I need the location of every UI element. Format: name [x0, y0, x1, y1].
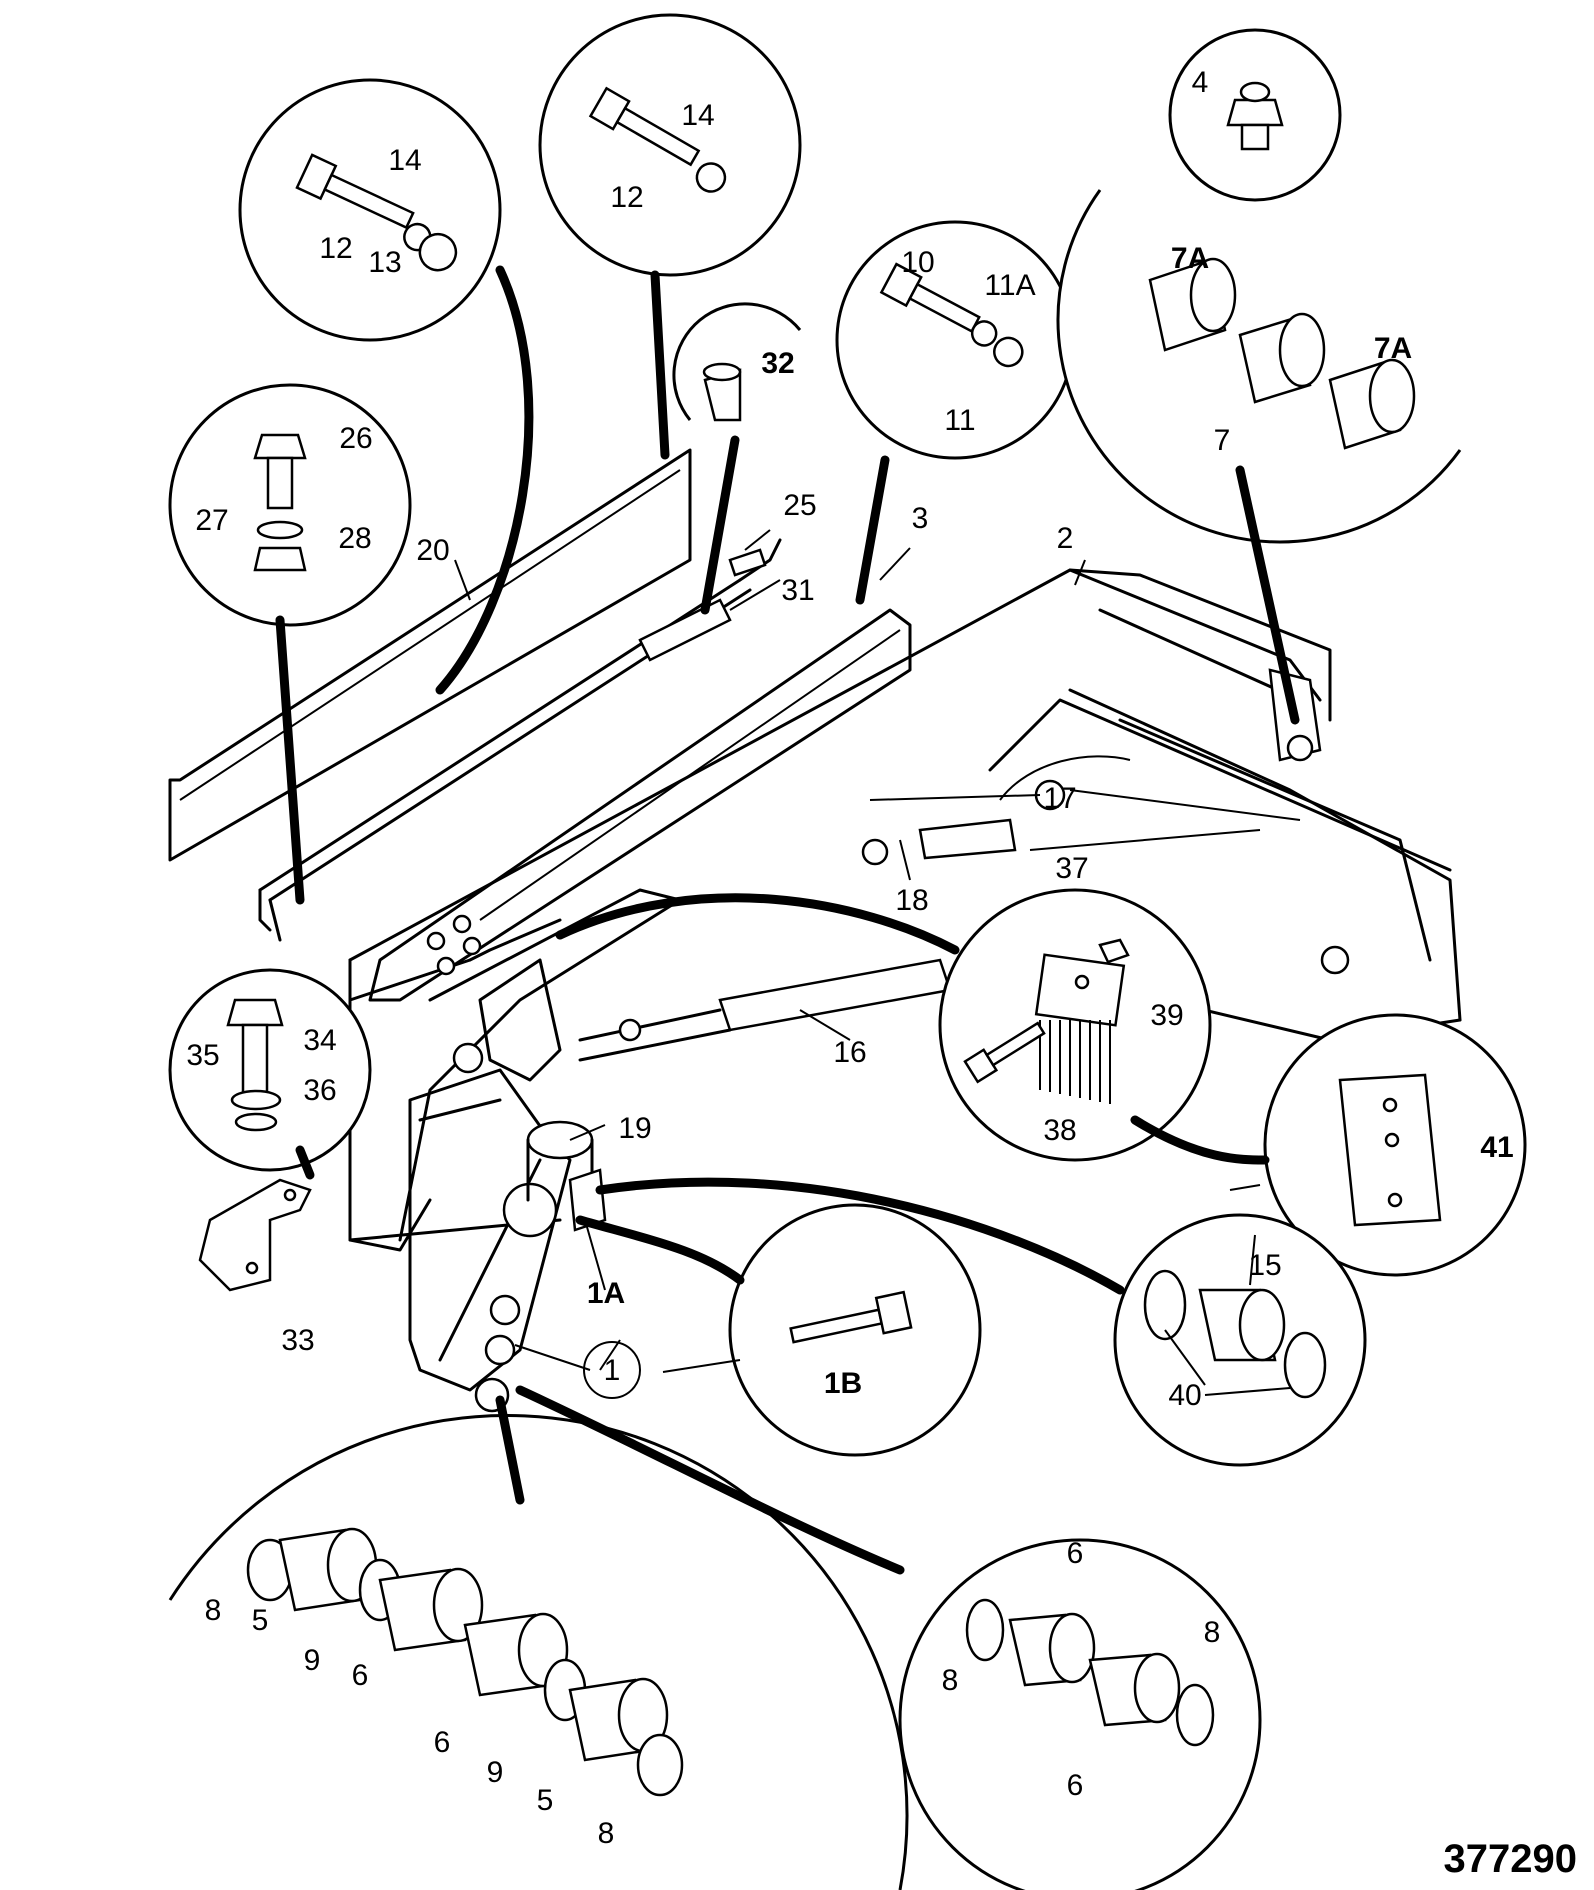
- detail-capscrew-circle: [835, 220, 1075, 460]
- detail-grease-nipple-circle: [1168, 28, 1342, 202]
- callout-37: 37: [1055, 852, 1088, 885]
- callout-18: 18: [895, 884, 928, 917]
- callout-8d: 8: [1204, 1616, 1221, 1649]
- callout-6d: 6: [1067, 1769, 1084, 1802]
- detail-bushes-6-circle: [898, 1538, 1262, 1890]
- callout-13: 13: [368, 246, 401, 279]
- callout-11a: 11A: [984, 269, 1035, 302]
- callout-6a: 6: [352, 1659, 369, 1692]
- callout-34: 34: [303, 1024, 336, 1057]
- detail-plate-41-circle: [1263, 1013, 1527, 1277]
- callout-16: 16: [833, 1036, 866, 1069]
- callout-31: 31: [781, 574, 814, 607]
- part-labels: 1 1A 1B 2 3 4 5 5 6 6 6 6 6 7 7A 7A 8 8 …: [186, 66, 1513, 1850]
- callout-6c: 6: [1067, 1537, 1084, 1570]
- detail-screw-1b-circle: [728, 1203, 982, 1457]
- callout-7a-right: 7A: [1374, 332, 1412, 365]
- callout-1: 1: [604, 1354, 621, 1387]
- detail-bolt-washer-circle: [538, 13, 802, 277]
- callout-6b: 6: [434, 1726, 451, 1759]
- callout-8b: 8: [598, 1817, 615, 1850]
- callout-11: 11: [944, 404, 975, 437]
- callout-2: 2: [1057, 522, 1074, 555]
- callout-26: 26: [339, 422, 372, 455]
- callout-32: 32: [761, 347, 794, 380]
- drawing-number: 377290: [1444, 1837, 1577, 1881]
- callout-5b: 5: [537, 1784, 554, 1817]
- callout-4: 4: [1192, 66, 1209, 99]
- callout-8c: 8: [942, 1664, 959, 1697]
- callout-28: 28: [338, 522, 371, 555]
- bracket-33: [198, 1178, 312, 1292]
- callout-1b: 1B: [824, 1367, 862, 1400]
- callout-39: 39: [1150, 999, 1183, 1032]
- callout-7: 7: [1214, 424, 1231, 457]
- detail-bushes-5-circle: [168, 1414, 909, 1890]
- callout-25: 25: [783, 489, 816, 522]
- callout-35: 35: [186, 1039, 219, 1072]
- callout-20: 20: [416, 534, 449, 567]
- callout-38: 38: [1043, 1114, 1076, 1147]
- callout-14a: 14: [388, 144, 421, 177]
- callout-27: 27: [195, 504, 228, 537]
- callout-19: 19: [618, 1112, 651, 1145]
- callout-40: 40: [1168, 1379, 1201, 1412]
- leader-lines: [454, 529, 1291, 1396]
- callout-15: 15: [1248, 1249, 1281, 1282]
- callout-5a: 5: [252, 1604, 269, 1637]
- callout-8a: 8: [205, 1594, 222, 1627]
- callout-12a: 12: [319, 232, 352, 265]
- callout-36: 36: [303, 1074, 336, 1107]
- callout-9b: 9: [487, 1756, 504, 1789]
- callout-1a: 1A: [587, 1277, 625, 1310]
- callout-10: 10: [901, 246, 934, 279]
- callout-12b: 12: [610, 181, 643, 214]
- detail-brush-circle: [938, 888, 1212, 1162]
- detail-bolt-26-circle: [168, 383, 412, 627]
- callout-7a-left: 7A: [1171, 242, 1209, 275]
- callout-14b: 14: [681, 99, 714, 132]
- callout-17: 17: [1043, 782, 1076, 815]
- detail-bolt-nut-circle: [238, 78, 502, 342]
- callout-9a: 9: [304, 1644, 321, 1677]
- detail-bushes-7-circle: [1056, 189, 1462, 544]
- callout-33: 33: [281, 1324, 314, 1357]
- connector-lines: [275, 265, 1300, 1575]
- detail-bushes-15-circle: [1113, 1213, 1367, 1467]
- callout-41: 41: [1480, 1131, 1513, 1164]
- callout-3: 3: [912, 502, 929, 535]
- detail-bolt-34-circle: [168, 968, 372, 1172]
- detail-screw-32-circle: [672, 302, 802, 422]
